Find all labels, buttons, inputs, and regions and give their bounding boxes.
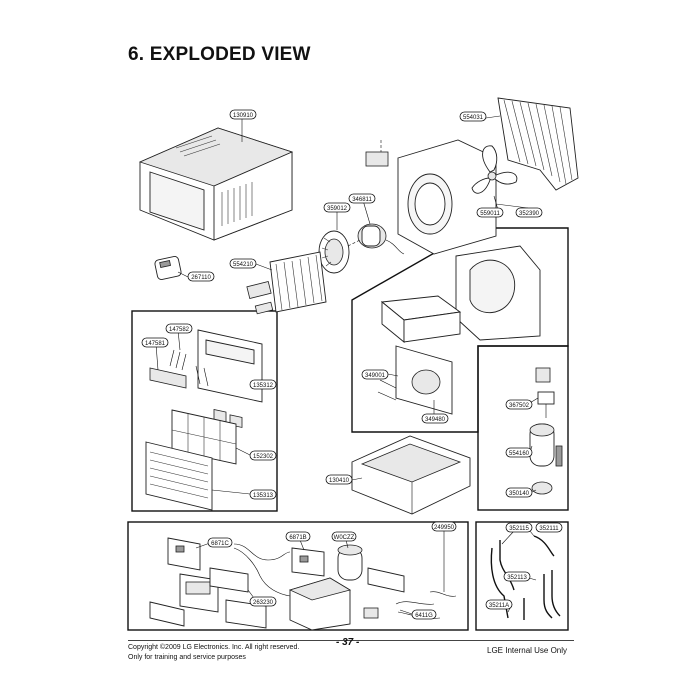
control-box [288,577,352,631]
svg-text:152302: 152302 [253,454,274,460]
callout-compressor: 554160 [505,447,533,458]
grille-louvers [149,349,209,389]
callout-foot: 350140 [505,487,533,498]
air-filter [171,409,237,465]
callout-filter: 152302 [249,450,277,461]
callout-pcb-sub: 6871B [285,531,311,542]
footer-copyright: Copyright ©2009 LG Electronics. Inc. All… [128,643,299,663]
svg-text:267110: 267110 [191,275,211,281]
remote-control [154,256,182,280]
svg-text:352111: 352111 [539,526,559,532]
callout-front-panel: 135312 [249,379,277,390]
control-pcb [167,537,201,571]
blower-scroll-housing [455,245,541,341]
frame-piping [475,521,569,631]
callout-grille-right: 147582 [165,323,193,334]
wire-harness [233,543,291,597]
callout-control-box: 249950 [431,521,457,532]
svg-text:554031: 554031 [463,115,484,121]
svg-text:249950: 249950 [434,525,455,531]
callout-case: 130910 [229,109,257,120]
svg-text:6411G: 6411G [415,613,433,619]
fan-shroud [397,139,497,255]
callout-pipe-c: 352113 [503,571,531,582]
svg-text:346811: 346811 [352,197,372,203]
compressor [529,423,563,467]
callout-pipe-b: 352111 [535,522,563,533]
terminal-block [363,567,405,619]
svg-text:554160: 554160 [509,451,530,457]
svg-text:6871C: 6871C [211,541,229,547]
svg-text:263230: 263230 [253,600,274,606]
svg-text:554210: 554210 [233,262,254,268]
svg-text:352113: 352113 [507,575,527,581]
svg-text:W0CZZ: W0CZZ [334,535,355,541]
callout-shroud: 352390 [515,207,543,218]
callout-motor-mount: 346811 [348,193,376,204]
callout-remote: 267110 [187,271,215,282]
callout-relay: 367502 [505,399,533,410]
svg-text:147582: 147582 [169,327,190,333]
callout-pipe-d: 35211A [485,599,513,610]
evaporator-coil [246,251,327,315]
svg-text:35211A: 35211A [489,603,509,609]
callout-harness: 263230 [249,596,277,607]
callout-condenser: 554031 [459,111,487,122]
callout-pipe-a: 352115 [505,522,533,533]
display-panel [149,567,267,629]
svg-text:349001: 349001 [365,373,386,379]
footer-rule [128,640,574,641]
callout-grille-left: 147581 [141,337,169,348]
electric-heater-box [380,295,462,343]
callout-capacitor: W0CZZ [331,531,357,542]
svg-text:352390: 352390 [519,211,540,217]
svg-text:359012: 359012 [327,206,348,212]
run-capacitor [337,544,363,581]
svg-text:135312: 135312 [253,383,274,389]
svg-text:130910: 130910 [233,113,254,119]
refrigerant-pipes [490,535,561,620]
callout-orifice: 349480 [421,413,449,424]
svg-text:350140: 350140 [509,491,530,497]
compressor-foot [531,481,553,495]
propeller-fan [471,145,518,194]
orifice-panel [377,345,453,415]
front-panel-frame [197,329,263,428]
svg-text:367502: 367502 [509,403,530,409]
svg-text:130410: 130410 [329,478,350,484]
shroud-bracket [365,151,389,167]
sub-pcb [291,547,325,577]
copyright-text: Copyright ©2009 LG Electronics. Inc. All… [128,644,300,651]
callout-front-grille: 135313 [249,489,277,500]
relay-bracket [535,367,555,418]
training-text: Only for training and service purposes [128,654,246,661]
cabinet-case [138,127,294,241]
internal-use-note: LGE Internal Use Only [487,646,568,655]
svg-text:147581: 147581 [145,341,166,347]
blower-wheel [318,230,350,274]
svg-text:135313: 135313 [253,493,274,499]
front-grille [145,441,213,511]
frame-compressor [477,345,569,511]
base-pan [351,435,471,515]
callout-evaporator: 554210 [229,258,257,269]
callout-blower: 359012 [323,202,351,213]
svg-text:352115: 352115 [509,526,529,532]
frame-front-panel [131,310,278,512]
svg-text:349480: 349480 [425,417,446,423]
callout-thermistor: 6411G [411,609,437,620]
svg-text:6871B: 6871B [289,535,306,541]
page-number: - 37 - [336,637,360,648]
callout-base: 130410 [325,474,353,485]
callout-fan-prop: 559011 [476,207,504,218]
callout-pcb-main: 6871C [207,537,233,548]
callout-scroll: 349001 [361,369,389,380]
svg-text:559011: 559011 [480,211,500,217]
frame-electrical [127,521,469,631]
condenser-coil [497,97,579,191]
page-title: 6. EXPLODED VIEW [128,44,311,65]
fan-motor [357,223,405,255]
